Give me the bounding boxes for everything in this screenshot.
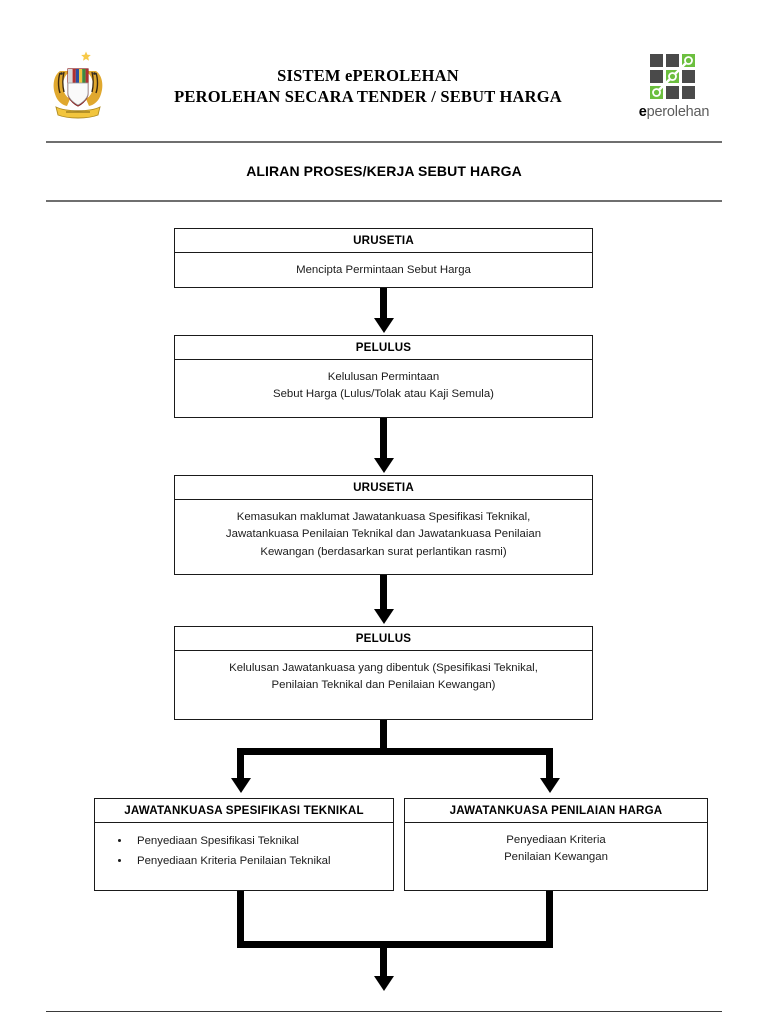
header-title-block: SISTEM ePEROLEHAN PEROLEHAN SECARA TENDE… [110,65,626,108]
flow-box-line: Kelulusan Permintaan [327,371,440,383]
flow-box-line: Penilaian Teknikal dan Penilaian Kewanga… [271,679,496,692]
connector-fork-right-drop [546,748,553,781]
footer-divider [46,1011,722,1012]
flow-box-role-label: URUSETIA [175,229,592,253]
flow-box-jawatankuasa-penilaian-harga: JAWATANKUASA PENILAIAN HARGA Penyediaan … [404,798,708,891]
flow-box-role-label: JAWATANKUASA SPESIFIKASI TEKNIKAL [95,799,393,823]
header-divider-bottom [46,200,722,202]
flow-box-role-label: JAWATANKUASA PENILAIAN HARGA [405,799,707,823]
flow-box-content: Penyediaan Kriteria Penilaian Kewangan [405,823,707,876]
connector-fork-bar [237,748,553,755]
flow-box-line: Mencipta Permintaan Sebut Harga [296,264,471,276]
flow-box-urusetia-create: URUSETIA Mencipta Permintaan Sebut Harga [174,228,593,288]
connector-fork-left-drop [237,748,244,781]
connector-stem-1 [380,288,387,320]
arrow-down-icon-fork-left [230,778,251,793]
connector-stem-3 [380,575,387,611]
wordmark-rest: perolehan [646,103,710,120]
page-title: ALIRAN PROSES/KERJA SEBUT HARGA [246,163,522,179]
flow-box-jawatankuasa-spesifikasi-teknikal: JAWATANKUASA SPESIFIKASI TEKNIKAL Penyed… [94,798,394,891]
flow-box-content: Mencipta Permintaan Sebut Harga [175,253,592,288]
flow-box-content: Kelulusan Permintaan Sebut Harga (Lulus/… [175,360,592,413]
wordmark-lead: e [638,103,647,120]
flow-box-content: Kemasukan maklumat Jawatankuasa Spesifik… [175,500,592,570]
arrow-down-icon-fork-right [539,778,560,793]
list-item: Penyediaan Spesifikasi Teknikal [131,833,383,850]
eperolehan-wordmark: eperolehan [639,104,710,120]
document-header: SISTEM ePEROLEHAN PEROLEHAN SECARA TENDE… [46,42,722,130]
eperolehan-logo: eperolehan [626,49,722,123]
flow-box-line: Penyediaan Kriteria [506,834,606,846]
header-divider-top [46,141,722,143]
connector-merge-bar [237,941,553,948]
arrow-down-icon-merge [373,976,394,991]
list-item: Penyediaan Kriteria Penilaian Teknikal [131,853,383,870]
flow-box-line: Penilaian Kewangan [504,851,608,864]
flow-box-content: Kelulusan Jawatankuasa yang dibentuk (Sp… [175,651,592,704]
flow-box-pelulus-approve-request: PELULUS Kelulusan Permintaan Sebut Harga… [174,335,593,418]
connector-merge-left-stem [237,891,244,948]
flow-box-role-label: URUSETIA [175,476,592,500]
arrow-down-icon-3 [373,609,394,624]
arrow-down-icon-2 [373,458,394,473]
flow-box-role-label: PELULUS [175,336,592,360]
flow-box-line: Kelulusan Jawatankuasa yang dibentuk (Sp… [229,662,538,674]
malaysia-coat-of-arms-icon [46,49,110,123]
flow-box-role-label: PELULUS [175,627,592,651]
flow-box-urusetia-committee-entry: URUSETIA Kemasukan maklumat Jawatankuasa… [174,475,593,575]
connector-merge-out-stem [380,941,387,979]
title-line-2: PEROLEHAN SECARA TENDER / SEBUT HARGA [174,87,562,106]
flow-box-pelulus-approve-committee: PELULUS Kelulusan Jawatankuasa yang dibe… [174,626,593,720]
connector-fork-stem [380,720,387,753]
arrow-down-icon-1 [373,318,394,333]
flow-box-bullet-list: Penyediaan Spesifikasi Teknikal Penyedia… [109,833,383,870]
connector-stem-2 [380,418,387,460]
eperolehan-grid-icon [649,53,699,101]
flow-box-line: Kemasukan maklumat Jawatankuasa Spesifik… [236,511,531,523]
connector-merge-right-stem [546,891,553,948]
flow-box-line: Kewangan (berdasarkan surat perlantikan … [260,545,507,558]
flow-box-content: Penyediaan Spesifikasi Teknikal Penyedia… [95,823,393,883]
flow-box-line: Jawatankuasa Penilaian Teknikal dan Jawa… [225,528,542,541]
title-line-1: SISTEM ePEROLEHAN [277,65,459,85]
flow-box-line: Sebut Harga (Lulus/Tolak atau Kaji Semul… [273,388,494,401]
